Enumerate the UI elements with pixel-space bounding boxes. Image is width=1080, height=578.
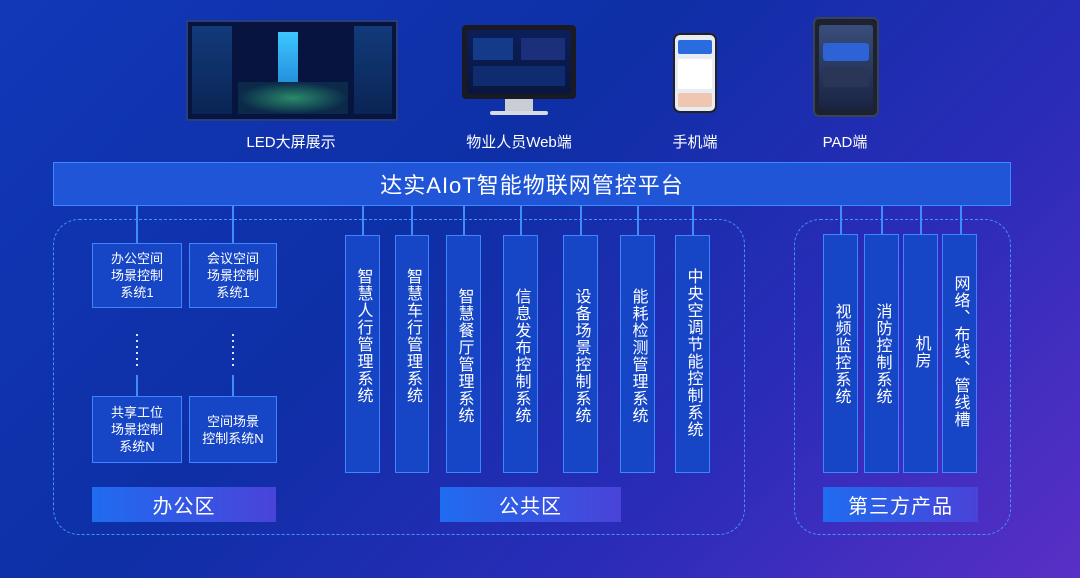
device-label-phone: 手机端 bbox=[672, 134, 718, 151]
ellipsis-dots bbox=[136, 334, 138, 370]
connector-line bbox=[881, 206, 883, 234]
connector-line bbox=[463, 206, 465, 235]
public-system-box: 能耗检测管理系统 bbox=[620, 235, 655, 473]
connector-line bbox=[920, 206, 922, 234]
ellipsis-dots bbox=[232, 334, 234, 370]
public-system-label: 中央空调节能控制系统 bbox=[684, 268, 702, 438]
third-party-system-box: 机房 bbox=[903, 234, 938, 473]
monitor-image bbox=[462, 25, 576, 99]
public-system-label: 智慧人行管理系统 bbox=[354, 268, 372, 404]
third-party-system-box: 消防控制系统 bbox=[864, 234, 899, 473]
third-party-system-box: 网络、布线、管线槽 bbox=[942, 234, 977, 473]
monitor-base bbox=[490, 111, 548, 115]
office-zone-label: 办公区 bbox=[92, 487, 276, 522]
office-system-box: 会议空间 场景控制 系统1 bbox=[189, 243, 277, 308]
platform-title: 达实AIoT智能物联网管控平台 bbox=[53, 162, 1011, 206]
third-party-zone-label: 第三方产品 bbox=[823, 487, 978, 522]
office-public-zone bbox=[53, 219, 745, 535]
third-party-system-box: 视频监控系统 bbox=[823, 234, 858, 473]
third-party-system-label: 网络、布线、管线槽 bbox=[951, 275, 969, 428]
public-system-label: 能耗检测管理系统 bbox=[629, 288, 647, 424]
connector-line bbox=[232, 206, 234, 244]
connector-line bbox=[411, 206, 413, 235]
connector-line bbox=[692, 206, 694, 235]
device-label-pad: PAD端 bbox=[822, 134, 868, 151]
third-party-system-label: 消防控制系统 bbox=[873, 303, 891, 405]
connector-line bbox=[232, 375, 234, 397]
third-party-zone bbox=[794, 219, 1011, 535]
third-party-system-label: 机房 bbox=[912, 335, 930, 369]
public-system-box: 中央空调节能控制系统 bbox=[675, 235, 710, 473]
public-system-label: 智慧车行管理系统 bbox=[404, 268, 421, 404]
phone-image bbox=[673, 33, 717, 113]
public-zone-label: 公共区 bbox=[440, 487, 621, 522]
connector-line bbox=[136, 206, 138, 244]
office-system-box: 空间场景 控制系统N bbox=[189, 396, 277, 463]
third-party-system-label: 视频监控系统 bbox=[832, 303, 850, 405]
public-system-label: 设备场景控制系统 bbox=[572, 288, 590, 424]
office-system-box: 共享工位 场景控制 系统N bbox=[92, 396, 182, 463]
connector-line bbox=[580, 206, 582, 235]
public-system-box: 信息发布控制系统 bbox=[503, 235, 538, 473]
device-label-web: 物业人员Web端 bbox=[466, 134, 572, 151]
connector-line bbox=[960, 206, 962, 234]
connector-line bbox=[362, 206, 364, 235]
public-system-box: 设备场景控制系统 bbox=[563, 235, 598, 473]
connector-line bbox=[136, 375, 138, 397]
office-system-box: 办公空间 场景控制 系统1 bbox=[92, 243, 182, 308]
connector-line bbox=[520, 206, 522, 235]
monitor-stand bbox=[505, 99, 533, 111]
public-system-box: 智慧餐厅管理系统 bbox=[446, 235, 481, 473]
connector-line bbox=[840, 206, 842, 234]
connector-line bbox=[637, 206, 639, 235]
device-label-led: LED大屏展示 bbox=[246, 134, 336, 151]
led-screen-image bbox=[186, 20, 398, 121]
public-system-label: 信息发布控制系统 bbox=[512, 288, 530, 424]
public-system-label: 智慧餐厅管理系统 bbox=[455, 288, 473, 424]
tablet-image bbox=[813, 17, 879, 117]
public-system-box: 智慧车行管理系统 bbox=[395, 235, 429, 473]
public-system-box: 智慧人行管理系统 bbox=[345, 235, 380, 473]
